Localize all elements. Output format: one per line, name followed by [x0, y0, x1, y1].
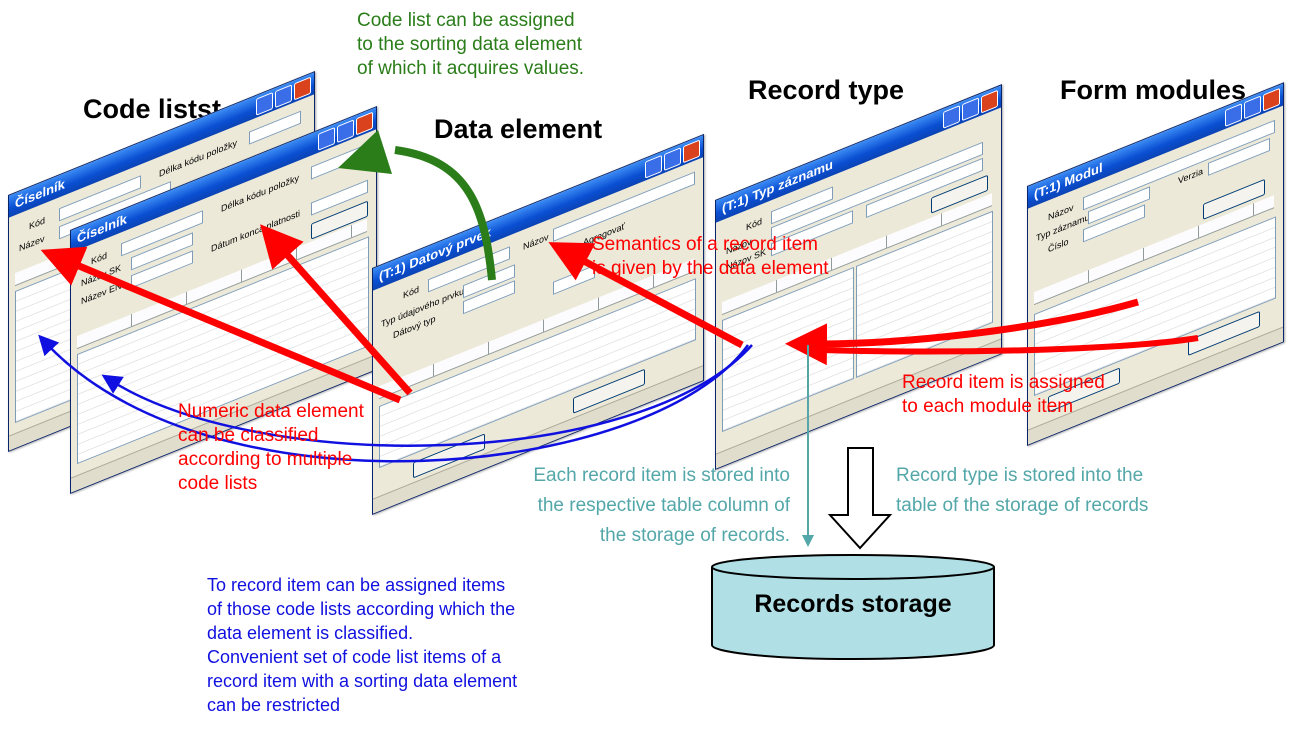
green-arrowhead: [338, 130, 392, 174]
hollow-down-arrow: [827, 447, 893, 550]
record-item-assigned-note: Record item is assigned to each module i…: [902, 372, 1105, 417]
records-storage-label: Records storage: [754, 590, 952, 618]
blue-arrow-1: [38, 334, 750, 463]
record-type-stored-note: Record type is stored into the table of …: [896, 465, 1149, 516]
red-arrow-module-item: [785, 298, 1139, 366]
records-storage-cylinder: [711, 554, 995, 660]
red-arrow-semantics: [548, 242, 744, 349]
restriction-note: To record item can be assigned items of …: [207, 575, 518, 715]
code-list-assign-note: Code list can be assigned to the sorting…: [357, 10, 585, 79]
blue-arrow-2: [101, 344, 753, 447]
numeric-classified-note: Numeric data element can be classified a…: [178, 401, 364, 494]
record-item-stored-note: Each record item is stored into the resp…: [533, 465, 790, 546]
data-element-title: Data element: [434, 114, 603, 144]
red-arrow-codelist-back: [40, 246, 402, 404]
form-modules-title: Form modules: [1060, 75, 1247, 105]
semantics-note: Semantics of a record item is given by t…: [592, 234, 829, 279]
record-type-title: Record type: [748, 75, 905, 105]
red-arrow-module-item-2: [819, 335, 1199, 355]
red-arrow-codelist-front: [260, 224, 413, 396]
green-assign-arrow: [394, 146, 496, 281]
